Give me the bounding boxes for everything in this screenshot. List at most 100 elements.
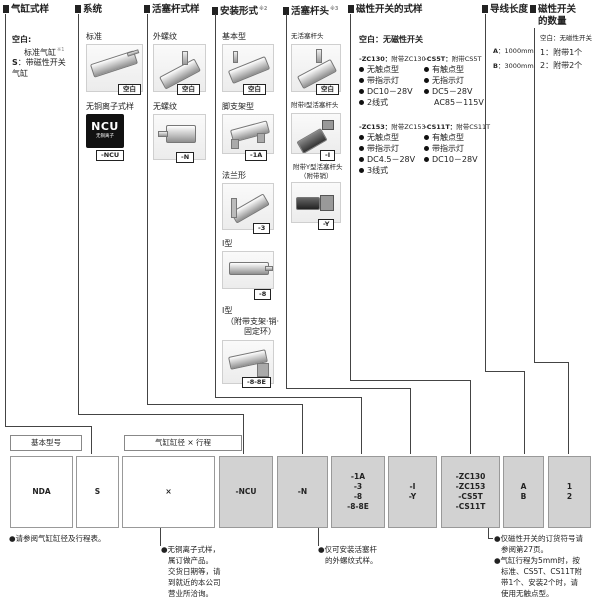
i-mount-image: [222, 251, 274, 289]
no-rod-end-tag: 空白: [316, 84, 339, 95]
foot-mount-tag: -1A: [245, 150, 268, 161]
y-rod-end-image: [291, 182, 341, 223]
y-rod-end-tag: -Y: [318, 219, 335, 230]
cs5t-spec: -CS5T：附带CS5T 有触点型 无指示灯 DC5－28V AC85－115V: [424, 55, 484, 107]
connector-line-5: [286, 14, 287, 388]
connector-line-2h: [78, 414, 244, 415]
connector-line-1v: [91, 426, 92, 454]
blank-standard-label: 空白:: [12, 35, 32, 44]
connector-line-4h: [215, 397, 362, 398]
connector-line-7h: [485, 371, 525, 372]
header-cylinder-spec: 气缸式样: [3, 4, 49, 15]
zc153-item: 带指示灯: [359, 143, 426, 154]
header-system: 系统: [75, 4, 102, 15]
lead-length-b: B：3000mm: [493, 62, 534, 70]
switch-count-none: 空白：无磁性开关: [540, 34, 592, 42]
i-mount-full-image: [222, 340, 274, 384]
order-box-ncu: -NCU: [219, 456, 273, 528]
connector-line-8: [534, 28, 535, 362]
zc130-item: 2线式: [359, 97, 426, 108]
flange-mount-label: 法兰形: [222, 171, 246, 180]
connector-line-3h: [147, 404, 303, 405]
note-switch: ●仅磁性开关的订货符号请 参阅第27页。 ●气缸行程为5mm时，按 标准、CS5…: [494, 534, 584, 598]
male-thread-label: 外螺纹: [153, 32, 177, 41]
order-box-switch: -ZC130 -ZC153 -CS5T -CS11T: [441, 456, 500, 528]
connector-line-2: [78, 14, 79, 414]
connector-line-4: [215, 14, 216, 397]
header-rod-spec: 活塞杆式样: [144, 4, 200, 15]
male-thread-tag: 空白: [177, 84, 200, 95]
basic-mount-label: 基本型: [222, 32, 246, 41]
flange-mount-tag: -3: [253, 223, 271, 234]
order-box-model: NDA: [10, 456, 73, 528]
zc130-item: 无触点型: [359, 64, 426, 75]
note-rod: ●仅可安装活塞杆 的外螺纹式样。: [318, 545, 378, 565]
note-switch-connector: [488, 528, 489, 538]
no-rod-end-label: 无活塞杆头: [291, 32, 324, 40]
blank-standard-desc: 标准气缸※1: [24, 47, 65, 57]
no-thread-tag: -N: [176, 152, 195, 163]
zc130-spec: -ZC130：附带ZC130 无触点型 带指示灯 DC10－28V 2线式: [359, 55, 426, 108]
connector-line-5h: [286, 388, 411, 389]
connector-line-7: [485, 14, 486, 371]
cs5t-item: 有触点型: [424, 64, 484, 75]
zc153-item: 3线式: [359, 165, 426, 176]
cs5t-item: DC5－28V: [424, 86, 484, 97]
cs11t-item: DC10－28V: [424, 154, 490, 165]
foot-mount-image: [222, 114, 274, 154]
standard-tag: 空白: [118, 84, 141, 95]
header-switch-count: 磁性开关的数量: [530, 4, 576, 28]
no-rod-end-image: [291, 44, 341, 92]
connector-line-1h: [5, 426, 92, 427]
connector-line-7v: [524, 371, 525, 454]
cs5t-item-extra: AC85－115V: [434, 98, 484, 107]
order-box-bore-stroke: ×: [122, 456, 215, 528]
zc130-item: DC10－28V: [359, 86, 426, 97]
no-switch-option: 空白：无磁性开关: [359, 35, 423, 44]
basic-model-label: 基本型号: [10, 435, 82, 451]
note-bore-stroke: ●请参阅气缸缸径及行程表。: [9, 534, 106, 543]
zc153-item: 无触点型: [359, 132, 426, 143]
y-rod-end-note: （附带销）: [300, 172, 333, 180]
ncu-tag: -NCU: [96, 150, 125, 161]
y-rod-end-label: 附带Y型活塞杆头: [293, 163, 343, 171]
switch-count-two: 2：附带2个: [540, 61, 583, 70]
cs5t-item: 无指示灯: [424, 75, 484, 86]
header-mount-type: 安装形式※2: [212, 4, 267, 17]
ncu-system-label: 无铜离子式样: [86, 102, 134, 111]
connector-line-1: [5, 14, 6, 426]
ncu-logo: NCU 无铜离子: [86, 114, 124, 148]
order-box-rod-end: -I -Y: [388, 456, 437, 528]
connector-line-8v: [568, 362, 569, 454]
connector-line-3: [147, 14, 148, 404]
connector-line-5v: [410, 388, 411, 454]
note-ncu-connector: [160, 528, 161, 546]
s-switch-desc: 气缸: [12, 69, 28, 78]
i-rod-end-image: [291, 113, 341, 154]
order-box-mount: -1A -3 -8 -8-8E: [331, 456, 385, 528]
header-rod-end: 活塞杆头※3: [283, 4, 338, 17]
bore-stroke-label: 气缸缸径 × 行程: [124, 435, 242, 451]
i-mount-tag: -8: [254, 289, 272, 300]
header-switch-spec: 磁性开关的式样: [348, 4, 423, 15]
note-switch-connector-h: [488, 538, 493, 539]
order-box-system: S: [76, 456, 119, 528]
order-box-rod: -N: [277, 456, 328, 528]
connector-line-6h: [350, 380, 471, 381]
standard-system-label: 标准: [86, 32, 102, 41]
cs11t-item: 有触点型: [424, 132, 490, 143]
cs11t-spec: -CS11T：附带CS11T 有触点型 带指示灯 DC10－28V: [424, 123, 491, 165]
order-box-lead: A B: [503, 456, 544, 528]
switch-count-one: 1：附带1个: [540, 48, 583, 57]
zc153-item: DC4.5－28V: [359, 154, 426, 165]
cs11t-item: 带指示灯: [424, 143, 490, 154]
i-rod-end-tag: -I: [320, 150, 336, 161]
order-box-count: 1 2: [548, 456, 591, 528]
i-rod-end-label: 附带I型活塞杆头: [291, 101, 339, 109]
header-lead-length: 导线长度: [482, 4, 528, 15]
s-switch-option: S：带磁性开关: [12, 58, 66, 67]
i-mount-full-note2: 固定环）: [244, 327, 276, 336]
i-mount-label: I型: [222, 239, 233, 248]
zc153-spec: -ZC153：附带ZC153 无触点型 带指示灯 DC4.5－28V 3线式: [359, 123, 426, 176]
i-mount-full-tag: -8-8E: [242, 377, 271, 388]
